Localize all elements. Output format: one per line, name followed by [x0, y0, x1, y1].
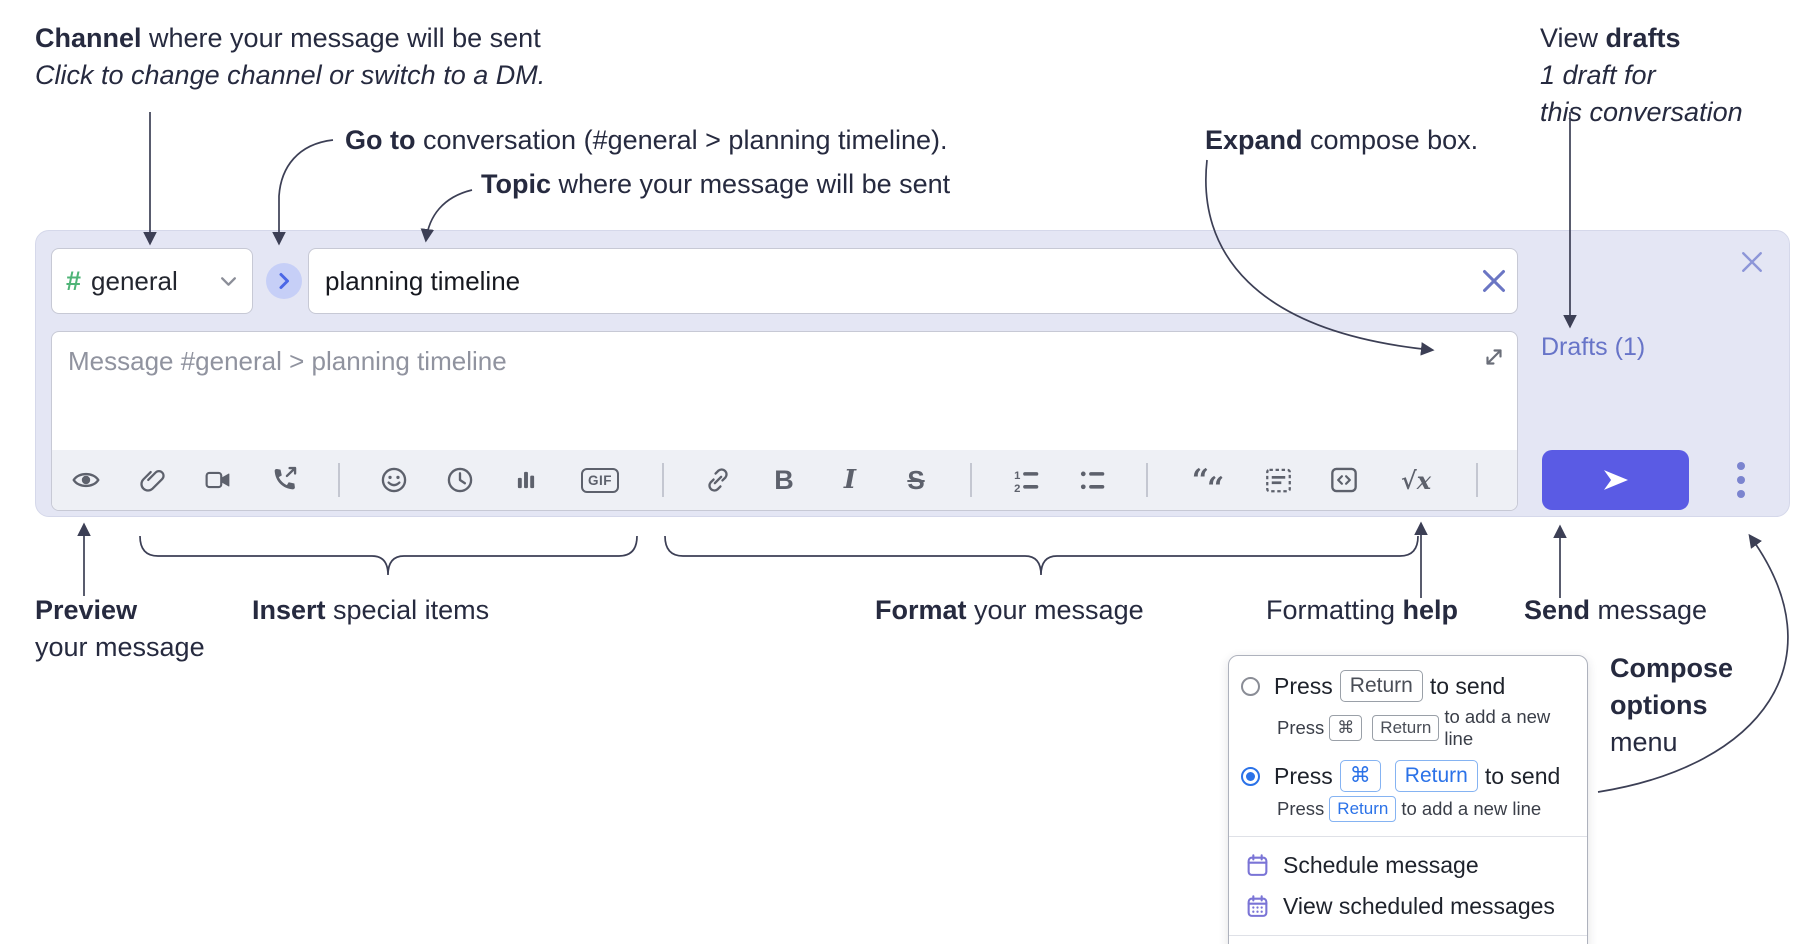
schedule-message-item[interactable]: Schedule message — [1229, 845, 1587, 886]
annotation-goto: Go to conversation (#general > planning … — [345, 125, 948, 155]
annotation-channel: Channel where your message will be sent … — [35, 23, 546, 90]
link-icon[interactable] — [702, 461, 734, 499]
toolbar-divider — [1146, 463, 1148, 497]
drafts-link[interactable]: Drafts (1) — [1541, 333, 1646, 361]
strikethrough-icon[interactable]: S — [907, 464, 925, 495]
preview-eye-icon[interactable] — [70, 461, 102, 499]
channel-selector[interactable]: # general — [51, 248, 253, 314]
chevron-down-icon — [221, 276, 236, 286]
calendar-icon — [1245, 853, 1270, 878]
poll-icon[interactable] — [510, 461, 542, 499]
radio-selected-icon[interactable] — [1241, 766, 1260, 786]
svg-text:2: 2 — [1014, 482, 1020, 493]
annotation-formatting-help: Formatting help — [1266, 595, 1459, 625]
bold-icon[interactable]: B — [774, 464, 794, 495]
annotation-preview: Preview your message — [35, 595, 205, 662]
annotation-expand: Expand compose box. — [1205, 125, 1479, 155]
view-scheduled-messages-item[interactable]: View scheduled messages — [1229, 886, 1587, 927]
send-button[interactable] — [1542, 450, 1689, 510]
formatting-help-icon[interactable]: ? — [1516, 461, 1517, 499]
chevron-right-icon — [279, 273, 289, 289]
toolbar-divider — [338, 463, 340, 497]
popup-divider — [1229, 935, 1587, 936]
math-icon[interactable]: √x — [1400, 465, 1432, 495]
spoiler-icon[interactable] — [1262, 461, 1294, 499]
italic-icon[interactable]: I — [843, 465, 857, 495]
calendar-grid-icon — [1245, 894, 1270, 919]
popup-divider — [1229, 836, 1587, 837]
attach-file-icon[interactable] — [136, 461, 168, 499]
code-icon[interactable] — [1328, 461, 1360, 499]
quote-icon[interactable]: ““ — [1191, 462, 1225, 506]
clear-topic-button[interactable] — [1471, 258, 1517, 304]
compose-options-menu-button[interactable] — [1727, 453, 1755, 507]
channel-name: general — [91, 265, 178, 296]
video-call-icon[interactable] — [202, 461, 234, 499]
radio-unselected-icon[interactable] — [1241, 676, 1260, 696]
audio-call-icon[interactable] — [268, 461, 300, 499]
close-icon — [1483, 270, 1505, 292]
annotation-topic: Topic where your message will be sent — [481, 169, 951, 199]
global-time-icon[interactable] — [444, 461, 476, 499]
annotation-send: Send message — [1524, 595, 1708, 625]
annotation-compose-options: Compose options menu — [1610, 653, 1734, 757]
message-input[interactable] — [52, 332, 1517, 448]
goto-conversation-button[interactable] — [266, 263, 302, 299]
topic-box — [308, 248, 1518, 314]
gif-icon[interactable]: GIF — [576, 461, 624, 499]
expand-compose-icon[interactable] — [1481, 344, 1507, 370]
channel-hash-icon: # — [66, 265, 82, 296]
toolbar-divider — [1476, 463, 1478, 497]
emoji-icon[interactable] — [378, 461, 410, 499]
annotation-insert: Insert special items — [252, 595, 490, 625]
message-box: GIF B I S 12 ““ — [51, 331, 1518, 511]
topic-input[interactable] — [309, 265, 1471, 297]
toolbar-divider — [662, 463, 664, 497]
close-icon — [1742, 252, 1762, 272]
close-compose-button[interactable] — [1737, 247, 1767, 277]
compose-box: # general — [35, 230, 1790, 517]
bulleted-list-icon[interactable] — [1076, 461, 1108, 499]
annotation-view-drafts: View drafts 1 draft for this conversatio… — [1540, 23, 1743, 127]
annotation-format: Format your message — [875, 595, 1144, 625]
paper-plane-icon — [1603, 470, 1628, 490]
svg-text:1: 1 — [1014, 469, 1020, 481]
toolbar-divider — [970, 463, 972, 497]
